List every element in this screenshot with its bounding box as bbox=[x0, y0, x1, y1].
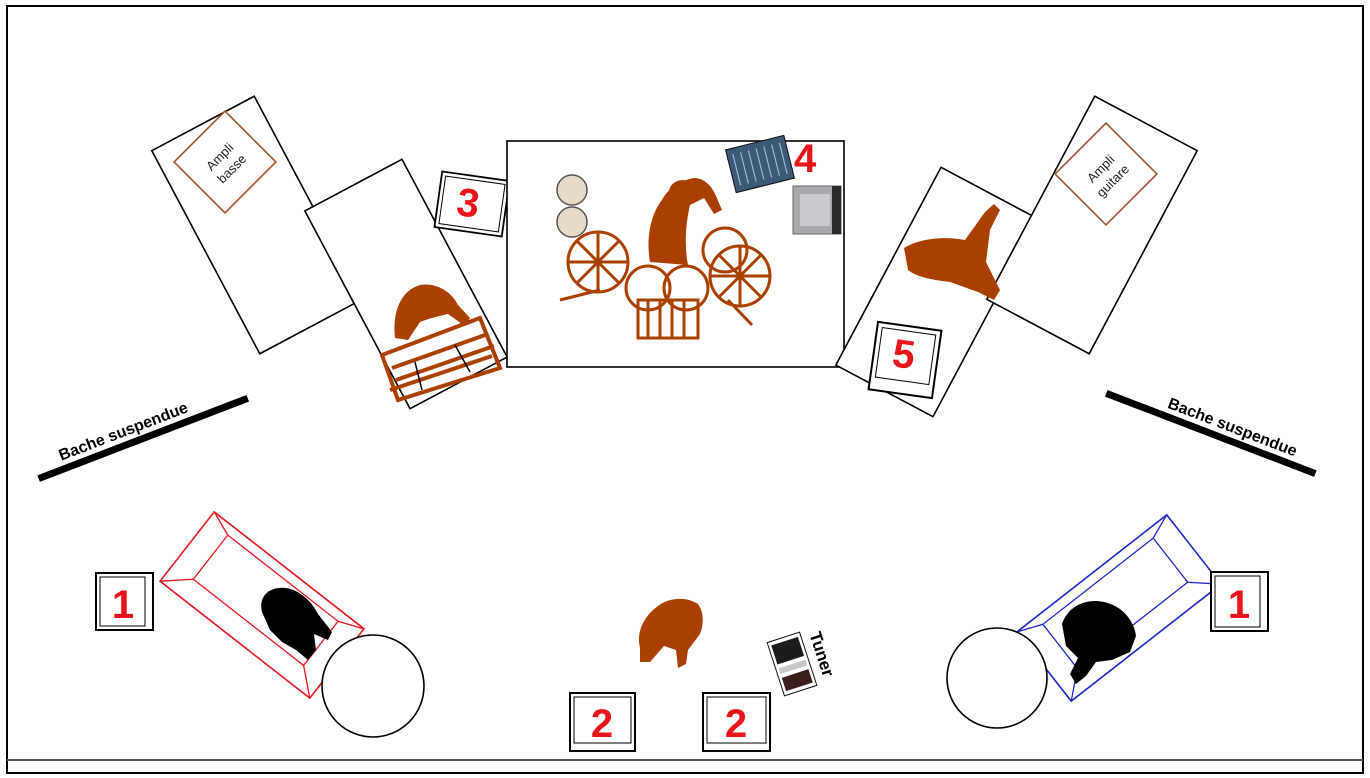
guest-left bbox=[261, 588, 332, 660]
bache-left: Bache suspendue bbox=[31, 378, 249, 482]
table-right bbox=[947, 628, 1047, 728]
bache-left-label: Bache suspendue bbox=[57, 400, 191, 465]
monitor-1-right: 1 bbox=[1211, 572, 1268, 631]
monitor-1-left-label: 1 bbox=[112, 583, 134, 627]
guest-right bbox=[1062, 601, 1136, 684]
monitor-4-label: 4 bbox=[794, 137, 817, 181]
table-left bbox=[322, 635, 424, 737]
lead-singer bbox=[639, 599, 703, 668]
monitor-2-right: 2 bbox=[703, 693, 770, 751]
sofa-right bbox=[1017, 515, 1221, 701]
monitor-5: 5 bbox=[869, 322, 942, 398]
bache-right: Bache suspendue bbox=[1105, 373, 1323, 477]
bache-right-label: Bache suspendue bbox=[1165, 395, 1299, 460]
monitor-2-right-label: 2 bbox=[725, 702, 747, 746]
monitor-1-right-label: 1 bbox=[1228, 583, 1250, 627]
monitor-3: 3 bbox=[434, 172, 509, 237]
monitor-2-left: 2 bbox=[570, 693, 635, 751]
laptop bbox=[793, 186, 841, 234]
monitor-1-left: 1 bbox=[96, 573, 153, 630]
monitor-2-left-label: 2 bbox=[591, 702, 613, 746]
